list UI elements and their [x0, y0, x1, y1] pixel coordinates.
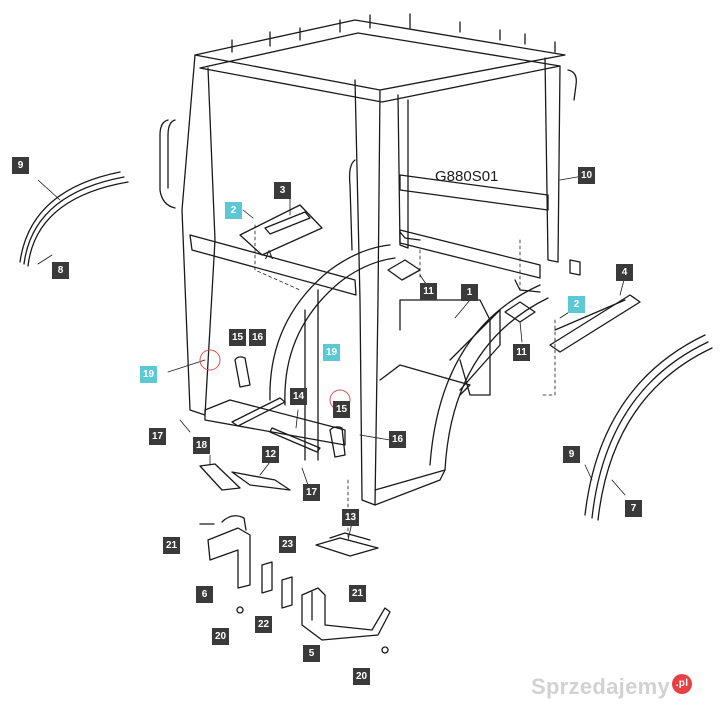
part-6-bracket: [199, 515, 251, 614]
callout-18: 18: [193, 437, 210, 454]
dashed-leaders: [254, 224, 556, 549]
callout-16: 16: [249, 329, 266, 346]
watermark-text: Sprzedajemy: [530, 674, 670, 699]
drawing-code: G880S01: [435, 168, 499, 185]
callout-8: 8: [52, 262, 69, 279]
callout-2: 2: [568, 296, 585, 313]
callout-15: 15: [229, 329, 246, 346]
shims-22-23: [261, 561, 293, 609]
curved-strips-left: [19, 171, 129, 267]
fender-arches: [269, 244, 549, 471]
front-left-pillar: [159, 54, 216, 416]
front-right-pillar: [348, 79, 381, 506]
callout-14: 14: [290, 388, 307, 405]
callout-5: 5: [303, 645, 320, 662]
cross-members: [189, 174, 549, 296]
roof-frame: [194, 13, 566, 103]
callout-11: 11: [420, 283, 437, 300]
callout-22: 22: [255, 616, 272, 633]
callout-17: 17: [303, 484, 320, 501]
detail-letter: A: [265, 248, 274, 262]
callout-4: 4: [616, 264, 633, 281]
callout-9: 9: [563, 446, 580, 463]
callout-1: 1: [461, 284, 478, 301]
callout-12: 12: [262, 446, 279, 463]
watermark-badge: .pl: [672, 674, 692, 694]
callout-23: 23: [279, 536, 296, 553]
callout-6: 6: [196, 586, 213, 603]
floor-plate: [204, 299, 491, 506]
lower-brackets: [234, 289, 346, 461]
callout-16: 16: [389, 431, 406, 448]
callout-9: 9: [12, 157, 29, 174]
callout-13: 13: [342, 509, 359, 526]
rear-pillars: [397, 57, 581, 276]
callout-10: 10: [578, 167, 595, 184]
callout-20: 20: [212, 628, 229, 645]
part-5-bracket: [301, 587, 391, 654]
callout-21: 21: [163, 537, 180, 554]
curved-strips-right: [584, 334, 713, 521]
part-3-plate: [239, 204, 323, 256]
callout-20: 20: [353, 668, 370, 685]
callout-19: 19: [323, 344, 340, 361]
part-4-plate: [549, 294, 641, 353]
callout-15: 15: [333, 401, 350, 418]
callout-21: 21: [349, 585, 366, 602]
callout-17: 17: [149, 428, 166, 445]
floor-strips: [199, 397, 321, 491]
callout-7: 7: [625, 500, 642, 517]
watermark: Sprzedajemy.pl: [531, 674, 692, 700]
callout-2: 2: [225, 202, 242, 219]
callout-19: 19: [140, 366, 157, 383]
callout-3: 3: [274, 182, 291, 199]
callout-11: 11: [513, 344, 530, 361]
part-13-bracket: [315, 532, 379, 557]
